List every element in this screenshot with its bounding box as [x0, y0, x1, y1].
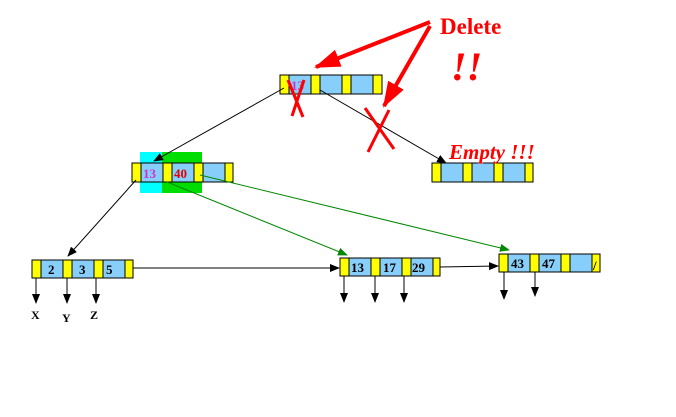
root-to-empty-arrow — [319, 89, 447, 164]
internal-to-leaf1-arrow — [67, 179, 137, 257]
leaf-node-1: 2 3 5 — [31, 259, 134, 279]
root-to-internal-arrow — [153, 87, 285, 162]
leaf2-to-leaf3-link — [439, 262, 499, 271]
leaf1-key-1: 2 — [48, 262, 55, 277]
delete-arrow-pointer — [382, 25, 432, 108]
internal-to-leaf3-arrow — [199, 174, 510, 252]
record-pointers — [32, 272, 539, 304]
root-key-cross-mark — [286, 79, 306, 118]
leaf2-key-1: 13 — [351, 260, 365, 275]
delete-annotation: Delete !! Empty !!! — [286, 14, 535, 164]
delete-arrow-root — [314, 20, 431, 69]
delete-label: Delete — [440, 14, 501, 39]
tree-pointers — [67, 87, 510, 272]
root-node: 13 — [279, 74, 383, 95]
internal-key-2: 40 — [174, 166, 187, 181]
leaf1-key-3: 5 — [106, 262, 113, 277]
null-pointer-slash: / — [592, 258, 597, 273]
leaf-node-2: 13 17 29 — [339, 257, 441, 277]
leaf3-key-2: 47 — [542, 256, 556, 271]
internal-to-leaf2-arrow — [166, 181, 348, 256]
leaf2-key-3: 29 — [412, 260, 426, 275]
internal-node: 13 40 — [131, 152, 234, 193]
record-label-y: Y — [62, 311, 71, 325]
record-label-z: Z — [90, 308, 98, 322]
record-label-x: X — [31, 308, 40, 322]
leaf2-key-2: 17 — [383, 260, 397, 275]
empty-label: Empty !!! — [448, 140, 535, 164]
leaf-node-3: 43 47 / — [498, 253, 601, 273]
internal-key-1: 13 — [143, 166, 157, 181]
empty-node — [431, 162, 534, 183]
leaf1-key-2: 3 — [79, 262, 86, 277]
exclaim-label: !! — [451, 44, 482, 89]
pointer-cross-mark — [363, 107, 396, 153]
leaf3-key-1: 43 — [511, 256, 525, 271]
